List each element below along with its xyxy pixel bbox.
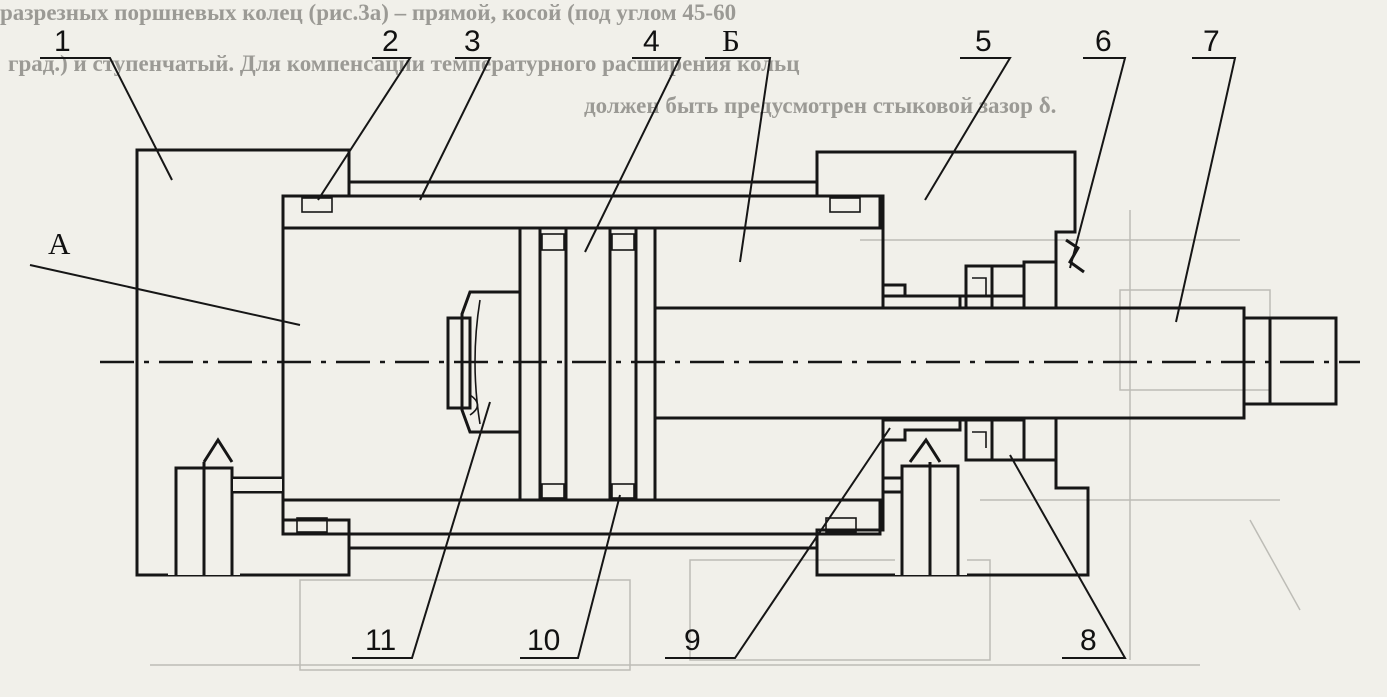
callout-B: Б — [722, 23, 740, 58]
callout-6: 6 — [1095, 25, 1112, 58]
callout-11: 11 — [365, 624, 396, 657]
piston — [518, 226, 657, 502]
port-drilling-right — [883, 437, 967, 575]
barrel-bottom-wall — [281, 498, 882, 536]
barrel-seals — [296, 197, 861, 533]
port-drilling-left — [168, 437, 282, 575]
callout-3: 3 — [464, 25, 481, 58]
bleed-text-line-1: разрезных поршневых колец (рис.3а) – пря… — [0, 0, 736, 25]
callout-7: 7 — [1203, 25, 1220, 58]
callout-4: 4 — [643, 25, 660, 58]
callout-9: 9 — [684, 624, 701, 657]
callout-1: 1 — [54, 25, 71, 58]
callout-2: 2 — [382, 25, 399, 58]
leader-lines — [29, 57, 1237, 659]
rod-guide-and-seals — [881, 238, 1085, 462]
barrel-top-wall — [281, 194, 882, 230]
bleed-text-line-3: должен быть предусмотрен стыковой зазор … — [584, 93, 1056, 118]
callout-8: 8 — [1080, 624, 1097, 657]
callout-A: А — [48, 226, 71, 261]
callout-5: 5 — [975, 25, 992, 58]
callout-10: 10 — [527, 624, 560, 657]
bleed-text-line-2: град.) и ступенчатый. Для компенсации те… — [8, 51, 799, 76]
piston-rod — [653, 306, 1338, 420]
end-cap-right — [815, 150, 1077, 298]
bleed-drawing — [150, 210, 1301, 671]
